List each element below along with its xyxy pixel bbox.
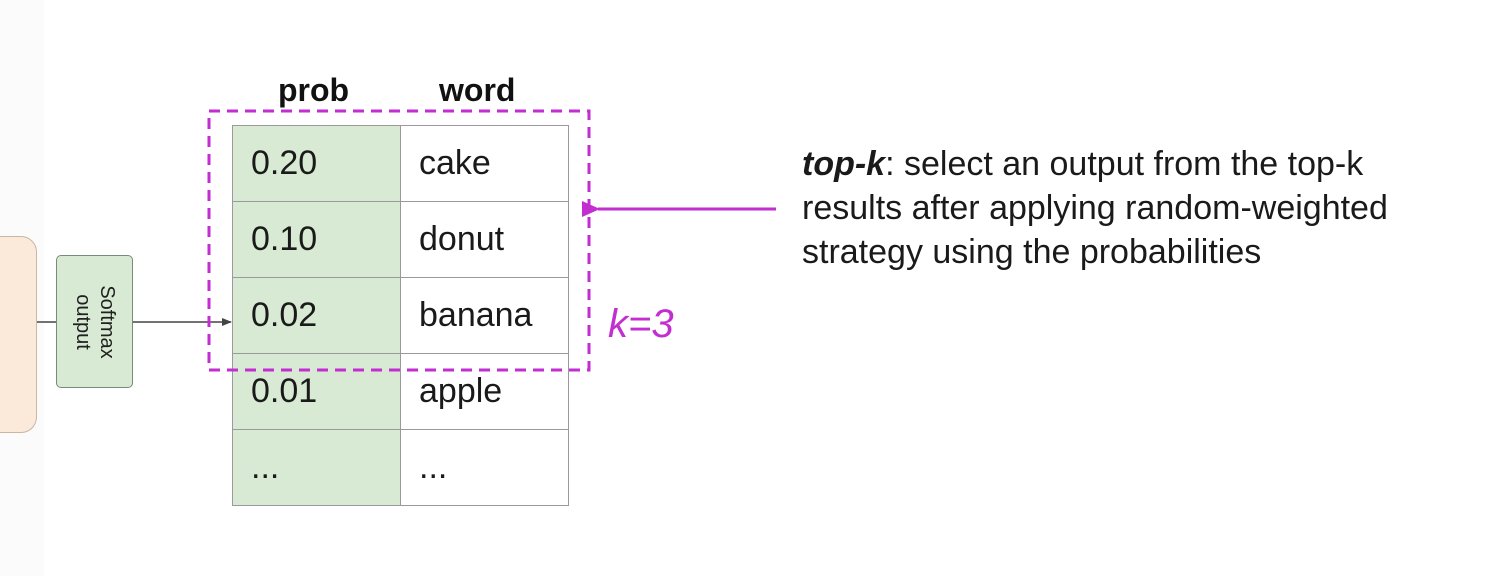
prob-cell: 0.10 xyxy=(232,201,401,278)
word-cell: apple xyxy=(400,353,569,430)
prob-cell: 0.01 xyxy=(232,353,401,430)
word-cell: banana xyxy=(400,277,569,354)
word-cell: cake xyxy=(400,125,569,202)
word-column-header: word xyxy=(439,72,516,108)
top-k-term: top-k xyxy=(802,145,886,183)
word-cell: ... xyxy=(400,429,569,506)
top-k-explanation: top-k: select an output from the top-k r… xyxy=(802,142,1462,274)
softmax-output-box: Softmax output xyxy=(56,255,133,388)
top-k-description: : select an output from the top-k result… xyxy=(802,145,1388,271)
model-block xyxy=(0,236,37,433)
word-cell: donut xyxy=(400,201,569,278)
prob-cell: ... xyxy=(232,429,401,506)
top-k-selection-box xyxy=(207,109,591,372)
prob-cell: 0.02 xyxy=(232,277,401,354)
prob-cell: 0.20 xyxy=(232,125,401,202)
prob-column-header: prob xyxy=(278,72,350,108)
k-value-label: k=3 xyxy=(608,302,674,346)
table-row: ...... xyxy=(232,429,569,506)
